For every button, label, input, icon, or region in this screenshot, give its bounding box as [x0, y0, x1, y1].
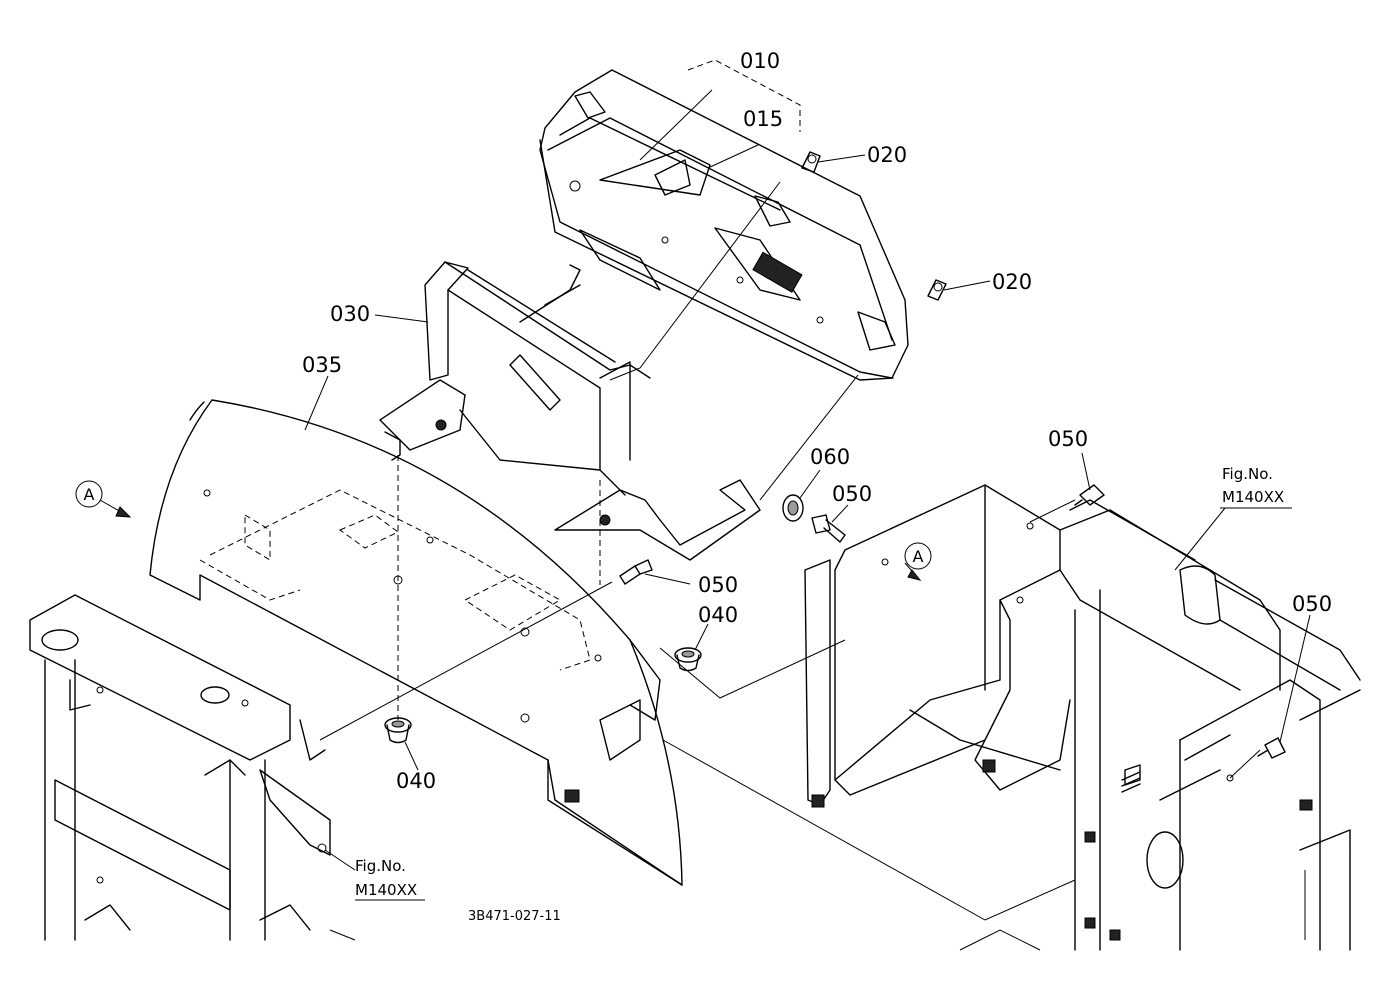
- screw-020-right: [927, 279, 947, 301]
- part-label-015: 015: [743, 107, 783, 131]
- meter-panel-assembly: [539, 69, 909, 381]
- part-label-060: 060: [810, 445, 850, 469]
- view-a-right-label: A: [913, 547, 924, 566]
- grommet-040-right: [674, 647, 702, 672]
- part-label-050-center: 050: [698, 573, 738, 597]
- view-a-left-label: A: [84, 485, 95, 504]
- part-label-035: 035: [302, 353, 342, 377]
- hidden-plate-dashed: [199, 455, 602, 723]
- right-housing: [804, 484, 1361, 951]
- part-label-050-mid: 050: [832, 482, 872, 506]
- part-label-030: 030: [330, 302, 370, 326]
- screw-020-top: [801, 151, 821, 173]
- part-label-050-top-right: 050: [1048, 427, 1088, 451]
- grommet-040-left: [384, 717, 412, 744]
- bolt-050-mid: [811, 514, 846, 543]
- part-label-050-far-right: 050: [1292, 592, 1332, 616]
- fig-ref-right-code: M140XX: [1222, 488, 1284, 506]
- bolt-050-center: [619, 559, 653, 585]
- bracket-030: [379, 261, 761, 561]
- fig-ref-left-code: M140XX: [355, 881, 417, 899]
- view-a-right-marker: A: [904, 542, 932, 581]
- fig-ref-left-title: Fig.No.: [355, 857, 406, 875]
- view-a-left-marker: A: [75, 480, 132, 518]
- part-label-020-right: 020: [992, 270, 1032, 294]
- cover-035: [149, 399, 683, 886]
- bushing-060: [782, 494, 804, 522]
- part-label-040-left: 040: [396, 769, 436, 793]
- left-frame: [29, 594, 356, 941]
- bolt-050-far-right: [1257, 737, 1286, 759]
- fig-ref-right-title: Fig.No.: [1222, 465, 1273, 483]
- drawing-number: 3B471-027-11: [468, 909, 561, 924]
- spring: [1121, 771, 1141, 793]
- part-label-020-top: 020: [867, 143, 907, 167]
- part-label-010: 010: [740, 49, 780, 73]
- leader-lines: [304, 59, 1311, 921]
- part-label-040-right: 040: [698, 603, 738, 627]
